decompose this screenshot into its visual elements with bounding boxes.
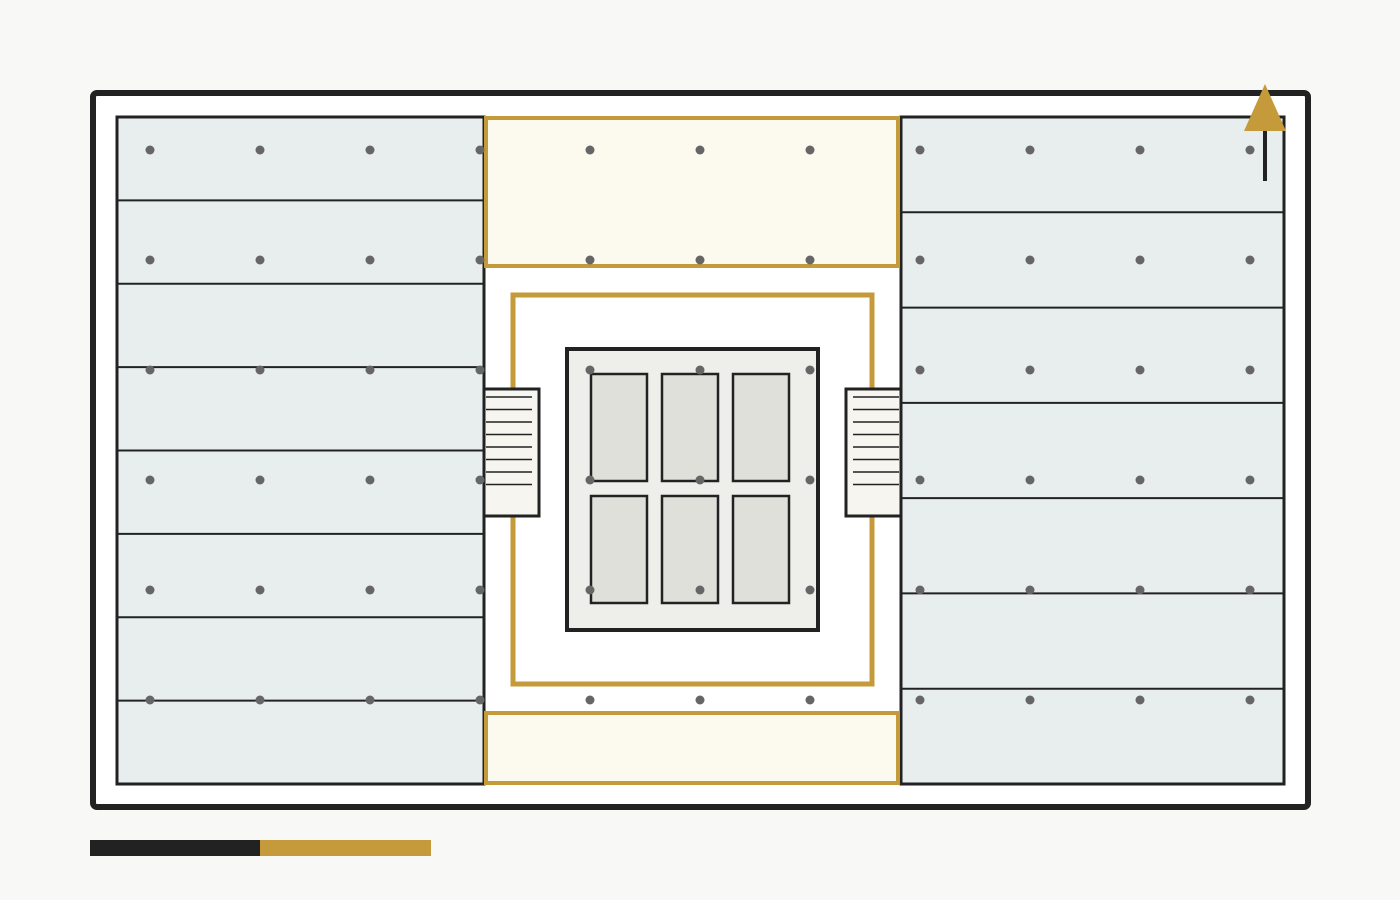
column-marker [1025,695,1035,705]
column-marker [1025,365,1035,375]
column-marker [915,145,925,155]
central-zone [484,116,900,785]
column-marker [1135,145,1145,155]
column-marker [145,255,155,265]
column-marker [915,585,925,595]
column-marker [915,695,925,705]
column-marker [585,585,595,595]
column-marker [145,145,155,155]
north-arrow-icon [1244,84,1286,181]
column-marker [915,365,925,375]
core-rooms [589,372,791,605]
column-marker [255,145,265,155]
left-wing-partitions [117,199,484,702]
right-wing-area [899,115,1286,786]
column-marker [475,695,485,705]
left-wing [115,115,486,786]
column-marker [695,475,705,485]
column-marker [695,365,705,375]
column-marker [255,365,265,375]
column-marker [145,365,155,375]
column-marker [1025,255,1035,265]
column-marker [365,255,375,265]
column-marker [1245,365,1255,375]
column-marker [805,255,815,265]
scale-bar-accent [260,840,431,856]
column-marker [475,585,485,595]
column-marker [805,585,815,595]
bottom-atrium [484,711,900,785]
right-stair-outline [844,387,903,518]
column-marker [805,695,815,705]
column-marker [475,255,485,265]
scale-bar-dark [90,840,260,856]
column-marker [1245,695,1255,705]
column-marker [915,255,925,265]
column-marker [805,145,815,155]
column-marker [145,475,155,485]
right-stair [844,387,903,518]
column-marker [585,145,595,155]
column-marker [1135,695,1145,705]
left-stair-outline [482,387,541,518]
column-marker [1025,585,1035,595]
core-room [731,494,791,605]
column-marker [1135,475,1145,485]
column-marker [255,695,265,705]
column-marker [475,365,485,375]
column-marker [365,365,375,375]
column-marker [145,585,155,595]
core-room [589,372,649,483]
column-marker [1025,475,1035,485]
column-marker [695,585,705,595]
column-marker [695,145,705,155]
column-marker [585,255,595,265]
column-marker [1135,255,1145,265]
north-arrow-head [1244,84,1286,131]
scale-bar-icon [90,840,431,856]
column-marker [255,585,265,595]
column-marker [1135,585,1145,595]
column-grid [145,145,1255,705]
column-marker [1245,145,1255,155]
column-marker [585,475,595,485]
column-marker [475,475,485,485]
column-marker [145,695,155,705]
top-atrium [484,116,900,268]
column-marker [915,475,925,485]
core-room [660,372,720,483]
column-marker [255,255,265,265]
column-marker [1245,255,1255,265]
column-marker [475,145,485,155]
column-marker [805,365,815,375]
column-marker [365,585,375,595]
column-marker [805,475,815,485]
column-marker [255,475,265,485]
column-marker [585,365,595,375]
column-marker [585,695,595,705]
service-core [565,347,820,632]
column-marker [1245,475,1255,485]
right-wing-partitions [901,211,1284,690]
column-marker [365,145,375,155]
column-marker [365,695,375,705]
right-stair-treads [853,396,899,486]
column-marker [695,255,705,265]
column-marker [1245,585,1255,595]
column-marker [1135,365,1145,375]
core-room [731,372,791,483]
left-stair [482,387,541,518]
core-room [589,494,649,605]
right-wing [899,115,1286,786]
column-marker [365,475,375,485]
column-marker [695,695,705,705]
column-marker [1025,145,1035,155]
core-room [660,494,720,605]
left-stair-treads [486,396,532,486]
